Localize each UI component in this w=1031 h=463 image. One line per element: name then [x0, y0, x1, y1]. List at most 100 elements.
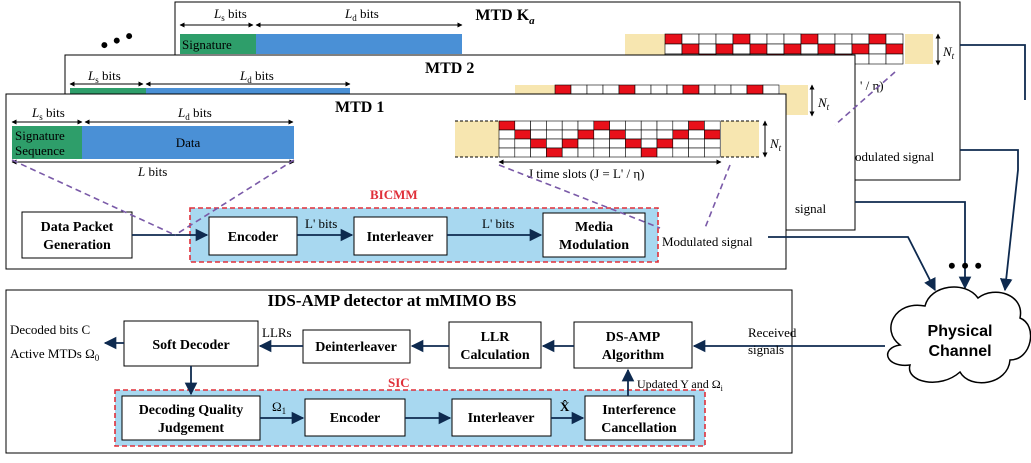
grid-cell — [688, 138, 705, 149]
grid-cell — [593, 138, 610, 149]
grid-cell — [704, 138, 721, 149]
active-grid-cell — [688, 120, 705, 131]
active-grid-cell — [783, 43, 802, 55]
ds-amp-line1: DS-AMP — [606, 330, 661, 345]
llrs-label: LLRs — [262, 325, 292, 340]
sic-title: SIC — [388, 375, 410, 390]
mtd-1-title: MTD 1 — [335, 99, 384, 116]
grid-cell — [656, 120, 674, 131]
llr-calc-line1: LLR — [481, 330, 511, 345]
sic-encoder-box — [304, 398, 406, 437]
active-grid-cell — [498, 120, 516, 131]
grid-cell — [834, 33, 853, 45]
decoded-bits-label: Decoded bits C — [10, 322, 90, 337]
active-grid-cell — [609, 129, 626, 140]
interference-line1: Interference — [602, 403, 676, 418]
signature-sequence-block — [12, 126, 82, 159]
mtd-ka-data-block — [256, 34, 462, 54]
detector-panel: IDS-AMP detector at mMIMO BS Soft Decode… — [5, 289, 885, 454]
mtd-1-signal-grid — [498, 120, 721, 158]
mtd-2-ld-label: Ld bits — [239, 68, 274, 85]
active-grid-cell — [732, 33, 751, 45]
grid-cell — [609, 147, 626, 158]
channel-label-line2: Channel — [928, 343, 991, 360]
bicmm-encoder-text: Encoder — [228, 230, 279, 245]
grid-cell — [868, 53, 887, 65]
mtd-1-ls-label: Ls bits — [31, 105, 65, 122]
lbits-label-1: L' bits — [305, 216, 337, 231]
grid-cell — [561, 120, 579, 131]
grid-cell — [672, 138, 689, 149]
active-grid-cell — [681, 43, 700, 55]
media-modulation-box — [542, 212, 646, 258]
active-grid-cell — [561, 138, 579, 149]
total-bits-label: L bits — [137, 164, 167, 179]
grid-cell — [498, 147, 516, 158]
grid-cell — [834, 43, 853, 55]
mtd-1-nt: Nt — [769, 136, 782, 153]
quality-line1: Decoding Quality — [139, 403, 244, 418]
bicmm-interleaver-text: Interleaver — [367, 230, 434, 245]
mtd-ka-modulated-label: odulated signal — [855, 149, 934, 164]
data-packet-gen-line2: Generation — [43, 238, 111, 253]
grid-cell — [498, 129, 516, 140]
grid-cell — [749, 33, 768, 45]
grid-cell — [593, 147, 610, 158]
mtd-2-nt: Nt — [817, 95, 830, 112]
detector-title: IDS-AMP detector at mMIMO BS — [268, 291, 517, 310]
active-grid-cell — [817, 43, 836, 55]
deinterleaver-box — [302, 329, 411, 364]
lbits-label-2: L' bits — [482, 216, 514, 231]
active-grid-cell — [800, 33, 819, 45]
grid-cell — [817, 33, 836, 45]
data-packet-generation-box — [21, 211, 133, 259]
grid-cell — [800, 43, 819, 55]
media-modulation-line2: Modulation — [559, 238, 629, 253]
grid-cell — [681, 33, 700, 45]
deinterleaver-text: Deinterleaver — [315, 340, 397, 355]
grid-cell — [640, 138, 658, 149]
grid-cell — [851, 33, 870, 45]
mtd-1-ld-label: Ld bits — [177, 105, 212, 122]
grid-cell — [656, 147, 674, 158]
active-grid-cell — [530, 138, 547, 149]
grid-cell — [530, 129, 547, 140]
active-grid-cell — [546, 147, 563, 158]
channel-label-line1: Physical — [928, 323, 993, 340]
grid-cell — [885, 33, 904, 45]
active-grid-cell — [656, 138, 674, 149]
time-slots-label: J time slots (J = L' / η) — [528, 166, 645, 181]
mtd-ka-nt: Nt — [942, 44, 955, 61]
grid-cell — [530, 147, 547, 158]
channel-ellipsis: • • • — [948, 253, 982, 278]
active-grid-cell — [868, 33, 887, 45]
active-grid-cell — [715, 43, 734, 55]
soft-decoder-box — [123, 320, 259, 367]
active-mtds-label: Active MTDs Ω0 — [10, 346, 100, 363]
grid-cell — [656, 129, 674, 140]
soft-decoder-text: Soft Decoder — [152, 338, 229, 353]
grid-cell — [688, 147, 705, 158]
mtd-ka-signature-text: Signature — [182, 37, 232, 52]
updated-label: Updated Y and Ωi — [637, 377, 724, 393]
mtd-ellipsis: • • • — [96, 23, 137, 58]
grid-cell — [609, 138, 626, 149]
active-grid-cell — [593, 120, 610, 131]
grid-cell — [609, 120, 626, 131]
interference-cancellation-box — [584, 395, 695, 441]
active-grid-cell — [514, 129, 531, 140]
active-grid-cell — [672, 129, 689, 140]
mtd-ka-signature-block — [180, 34, 256, 54]
grid-cell — [704, 120, 721, 131]
grid-cell — [672, 147, 689, 158]
signature-text-line1: Signature — [15, 128, 65, 143]
mtd-2-title: MTD 2 — [425, 60, 474, 77]
mtd-1-modulated-label: Modulated signal — [662, 234, 753, 249]
grid-cell — [514, 147, 531, 158]
grid-cell — [732, 43, 751, 55]
grid-cell — [577, 120, 595, 131]
grid-cell — [593, 129, 610, 140]
mtd-ka-formula-fragment: ' / η) — [860, 78, 884, 93]
grid-cell — [766, 33, 785, 45]
grid-cell — [688, 129, 705, 140]
